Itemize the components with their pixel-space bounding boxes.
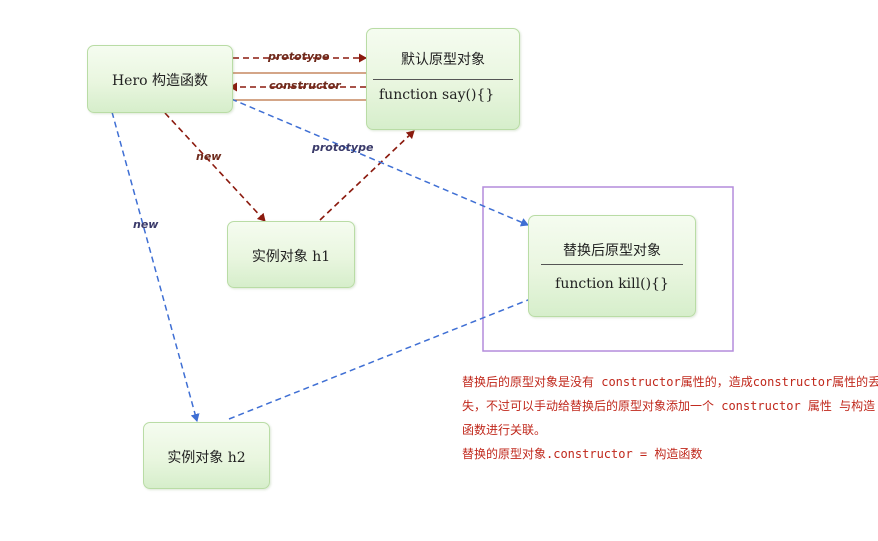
note-line-4: 替换的原型对象.constructor = 构造函数 [462, 447, 703, 461]
edge-label-new-h1: new [196, 150, 222, 163]
instance-h1-node: 实例对象 h1 [227, 221, 355, 288]
default-prototype-node: 默认原型对象 function say(){} [366, 28, 520, 130]
edge-label-constructor: constructor [269, 79, 341, 92]
replaced-prototype-title: 替换后原型对象 [563, 243, 661, 259]
note-line-3: 函数进行关联。 [462, 423, 547, 437]
default-prototype-method: function say(){} [379, 87, 495, 103]
edge-hero-to-h1 [164, 112, 266, 222]
edge-hero-to-h2 [111, 111, 200, 422]
replaced-prototype-node: 替换后原型对象 function kill(){} [528, 215, 696, 317]
instance-h1-label: 实例对象 h1 [251, 249, 331, 265]
edge-label-prototype-top: prototype [268, 50, 330, 63]
edge-hero-to-replaced-proto [221, 94, 529, 227]
replaced-proto-frame [482, 186, 734, 352]
explanation-note: 替换后的原型对象是没有 constructor属性的，造成constructor… [462, 370, 878, 466]
hero-constructor-label: Hero 构造函数 [111, 73, 209, 89]
replaced-prototype-divider [541, 264, 683, 265]
note-line-1: 替换后的原型对象是没有 constructor属性的，造成constructor… [462, 375, 878, 389]
replaced-prototype-method: function kill(){} [555, 276, 669, 292]
hero-constructor-node: Hero 构造函数 [87, 45, 233, 113]
edge-label-new-h2: new [133, 218, 159, 231]
instance-h2-label: 实例对象 h2 [167, 450, 246, 466]
default-prototype-title: 默认原型对象 [401, 52, 485, 68]
default-prototype-divider [373, 79, 513, 80]
instance-h2-node: 实例对象 h2 [143, 422, 270, 489]
edge-label-prototype-replaced: prototype [312, 141, 374, 154]
edge-h1-to-default-proto [319, 130, 415, 221]
edge-h2-to-replaced-proto [228, 294, 539, 420]
note-line-2: 失，不过可以手动给替换后的原型对象添加一个 constructor 属性 与构造 [462, 399, 876, 413]
